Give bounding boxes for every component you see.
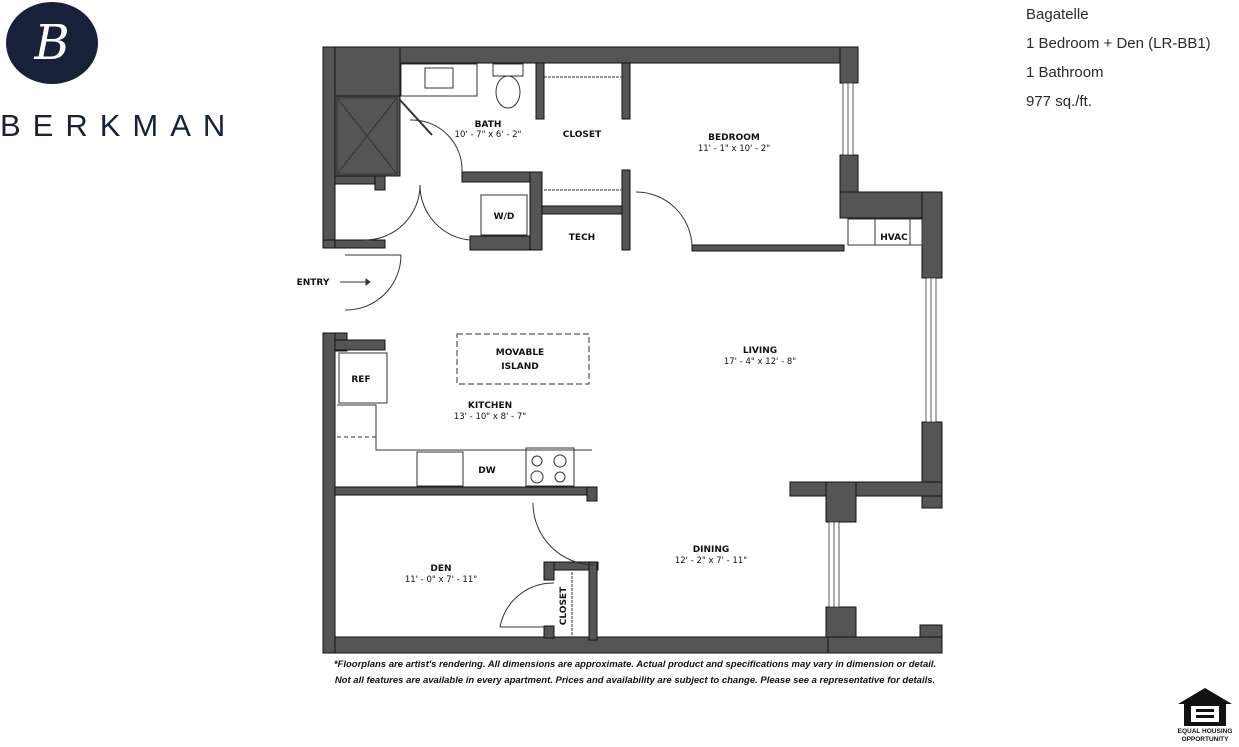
- disclaimer-line-1: *Floorplans are artist's rendering. All …: [333, 659, 937, 670]
- logo-badge: [6, 2, 98, 84]
- dining-label: DINING: [693, 545, 730, 555]
- eho-text: EQUAL HOUSING OPPORTUNITY: [1172, 728, 1238, 744]
- disclaimer: *Floorplans are artist's rendering. All …: [320, 657, 950, 689]
- range: [525, 447, 575, 487]
- dining-dim: 12' - 2" x 7' - 11": [675, 556, 747, 566]
- tech-label: TECH: [569, 233, 595, 243]
- hvac-unit: [874, 218, 911, 246]
- entry-label: ENTRY: [297, 278, 330, 288]
- wd-label: W/D: [494, 212, 515, 222]
- brand-name: BERKMAN: [0, 108, 238, 143]
- ref-label: REF: [351, 375, 370, 385]
- eho-line-1: EQUAL HOUSING: [1177, 728, 1233, 735]
- unit-area: 977 sq./ft.: [1026, 93, 1092, 110]
- bedroom-dim: 11' - 1" x 10' - 2": [698, 144, 770, 154]
- bedroom-label: BEDROOM: [708, 133, 760, 143]
- kitchen-sink: [416, 451, 464, 487]
- dw-label: DW: [478, 466, 495, 476]
- berkman-logo: B BERKMAN: [0, 0, 250, 150]
- closet-label: CLOSET: [563, 130, 602, 140]
- kitchen-dim: 13' - 10" x 8' - 7": [454, 412, 526, 422]
- vanity: [400, 63, 478, 97]
- unit-name: Bagatelle: [1026, 6, 1089, 23]
- island-label-1: MOVABLE: [496, 348, 544, 358]
- refrigerator: [338, 352, 388, 404]
- den-label: DEN: [430, 564, 451, 574]
- disclaimer-line-2: Not all features are available in every …: [334, 675, 936, 686]
- shower: [336, 97, 398, 175]
- washer-dryer: [480, 194, 528, 236]
- den-closet-label: CLOSET: [559, 586, 569, 625]
- bath-dim: 10' - 7" x 6' - 2": [455, 130, 522, 140]
- unit-info: Bagatelle 1 Bedroom + Den (LR-BB1) 1 Bat…: [1026, 0, 1211, 116]
- equal-housing-logo: EQUAL HOUSING OPPORTUNITY: [1172, 684, 1238, 746]
- logo-monogram: B: [34, 15, 70, 71]
- eho-line-2: OPPORTUNITY: [1181, 736, 1229, 743]
- bath-label: BATH: [475, 120, 502, 130]
- living-dim: 17' - 4" x 12' - 8": [724, 357, 796, 367]
- windows: [828, 82, 937, 608]
- movable-island: [456, 333, 590, 385]
- toilet: [495, 75, 521, 109]
- island-label-2: ISLAND: [501, 362, 539, 372]
- fixtures: [336, 63, 923, 636]
- house-icon: [1178, 688, 1232, 726]
- den-dim: 11' - 0" x 7' - 11": [405, 575, 477, 585]
- hvac-label: HVAC: [880, 233, 908, 243]
- kitchen-label: KITCHEN: [468, 401, 512, 411]
- unit-baths: 1 Bathroom: [1026, 64, 1104, 81]
- unit-type: 1 Bedroom + Den (LR-BB1): [1026, 35, 1211, 52]
- living-label: LIVING: [743, 346, 777, 356]
